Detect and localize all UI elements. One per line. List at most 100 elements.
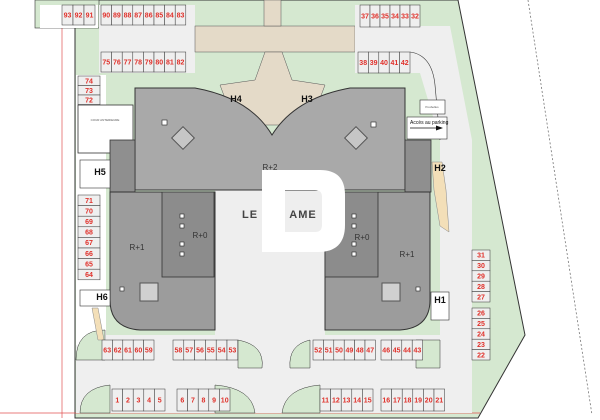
parking-spot-number: 31 — [477, 253, 485, 260]
parking-spot-number: 33 — [401, 14, 409, 21]
parking-spot-number: 5 — [158, 398, 162, 405]
parking-spot-number: 56 — [196, 348, 204, 355]
parking-spot-number: 58 — [175, 348, 183, 355]
access-arrow-head-icon — [436, 125, 443, 131]
parking-spot-number: 54 — [218, 348, 226, 355]
parking-spot — [174, 51, 187, 73]
skylight-diamond — [170, 125, 196, 151]
parking-spot-number: 64 — [85, 272, 93, 279]
parking-spot-number: 70 — [85, 208, 93, 215]
parking-spot-number: 14 — [353, 398, 361, 405]
parking-spot-number: 17 — [393, 398, 401, 405]
level-label-left-r1: R+1 — [130, 243, 145, 252]
green-island — [79, 384, 111, 414]
parking-spot-number: 7 — [191, 398, 195, 405]
parking-spot — [362, 388, 374, 412]
parking-spot-number: 42 — [401, 60, 409, 67]
parking-spot-number: 69 — [85, 219, 93, 226]
parking-spot-number: 35 — [381, 14, 389, 21]
parking-spot-number: 40 — [380, 60, 388, 67]
building-name-left: LE — [242, 209, 258, 221]
building-left-r0 — [161, 191, 215, 278]
parking-spot — [399, 51, 411, 74]
parking-spot-number: 51 — [325, 348, 333, 355]
parking-spot — [411, 339, 423, 361]
parking-spot-number: 80 — [155, 60, 163, 67]
parking-spot-number: 79 — [145, 60, 153, 67]
parking-spot-number: 52 — [314, 348, 322, 355]
parking-spot-number: 78 — [134, 60, 142, 67]
level-label-right-r0: R+0 — [355, 233, 370, 242]
parking-spot — [77, 268, 101, 281]
building-name-right: AME — [289, 209, 316, 221]
parking-spot-number: 85 — [155, 13, 163, 20]
parking-spot — [409, 4, 421, 28]
roof-vents — [119, 119, 421, 292]
parking-spot-number: 10 — [221, 398, 229, 405]
parking-spot-number: 11 — [322, 398, 330, 405]
bins-box — [419, 99, 446, 115]
parking-spot-number: 9 — [212, 398, 216, 405]
parking-spot-number: 43 — [414, 348, 422, 355]
parking-spot-number: 12 — [332, 398, 340, 405]
h6-box — [79, 289, 111, 307]
parking-spot-number: 76 — [113, 60, 121, 67]
parking-spot-number: 66 — [85, 251, 93, 258]
building-r2 — [134, 87, 406, 191]
building-connector-left — [109, 139, 136, 193]
skylight — [381, 282, 401, 302]
level-label-r2: R+2 — [263, 163, 278, 172]
parking-spot-number: 46 — [382, 348, 390, 355]
parking-spot — [77, 94, 101, 105]
parking-spot-number: 13 — [343, 398, 351, 405]
east-road-curve — [409, 51, 441, 141]
parking-spot-number: 68 — [85, 230, 93, 237]
property-line — [527, 0, 593, 416]
access-parking-label: Accès au parking — [410, 120, 449, 126]
parking-spot-number: 65 — [85, 261, 93, 268]
parking-spot — [433, 388, 445, 412]
skylight — [139, 282, 159, 302]
court-label: COUR ANTERIEURE — [91, 118, 120, 122]
parking-spot-number: 36 — [371, 14, 379, 21]
parking-spot-number: 88 — [124, 13, 132, 20]
house-h5: H5 — [94, 167, 106, 177]
parking-spot — [83, 4, 96, 26]
parking-spot-number: 8 — [202, 398, 206, 405]
parking-spot-number: 23 — [477, 342, 485, 349]
parking-spot-number: 20 — [425, 398, 433, 405]
level-label-left-r0: R+0 — [193, 231, 208, 240]
parking-spot-number: 4 — [147, 398, 151, 405]
parking-spot-number: 3 — [137, 398, 141, 405]
parking-spot-number: 60 — [135, 348, 143, 355]
parking-spot-number: 67 — [85, 240, 93, 247]
parking-spot-number: 34 — [391, 14, 399, 21]
level-label-right-r1: R+1 — [400, 250, 415, 259]
parking-spot-number: 87 — [134, 13, 142, 20]
parking-spot — [219, 388, 231, 412]
parking-spot-number: 61 — [124, 348, 132, 355]
parking-spot-number: 29 — [477, 274, 485, 281]
parking-spot-number: 73 — [85, 88, 93, 95]
parking-spot-number: 18 — [404, 398, 412, 405]
parking-spot-number: 71 — [85, 198, 93, 205]
parking-spot-number: 19 — [414, 398, 422, 405]
parking-spot — [143, 339, 155, 361]
parking-spot-number: 62 — [114, 348, 122, 355]
parking-spot-number: 82 — [177, 60, 185, 67]
parking-spot-number: 55 — [207, 348, 215, 355]
parking-spot-number: 47 — [366, 348, 374, 355]
parking-spot-number: 53 — [229, 348, 237, 355]
parking-spot-number: 84 — [166, 13, 174, 20]
parking-spot-number: 44 — [403, 348, 411, 355]
parking-spot-number: 75 — [102, 60, 110, 67]
parking-spot-number: 83 — [177, 13, 185, 20]
h2-path — [431, 161, 450, 233]
parking-spot-number: 41 — [391, 60, 399, 67]
parking-spot-number: 45 — [393, 348, 401, 355]
parking-spot-number: 50 — [335, 348, 343, 355]
parking-spot-number: 81 — [166, 60, 174, 67]
house-h4: H4 — [230, 94, 242, 104]
parking-spot-number: 27 — [477, 294, 485, 301]
parking-spot — [154, 388, 166, 412]
